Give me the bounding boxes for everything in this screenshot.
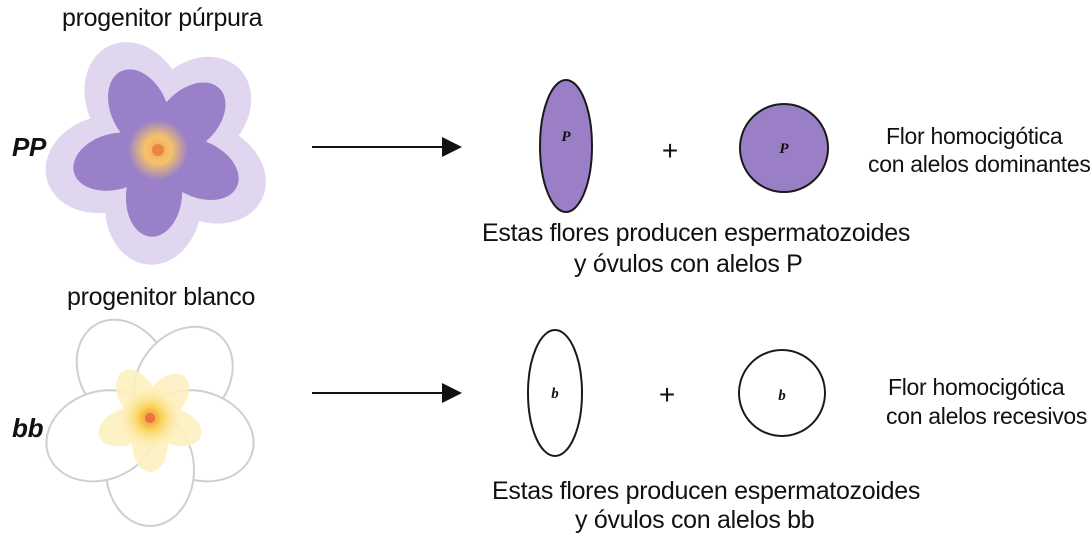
purple-flower-icon: [45, 42, 266, 265]
parent-label-white: progenitor blanco: [67, 283, 256, 311]
sperm-letter-pp: P: [561, 129, 571, 145]
type-pp-line2: con alelos dominantes: [868, 151, 1091, 177]
genotype-pp: PP: [12, 132, 47, 162]
genotype-bb: bb: [12, 413, 44, 443]
type-bb-line2: con alelos recesivos: [886, 403, 1088, 429]
type-pp-line1: Flor homocigótica: [886, 123, 1063, 149]
sperm-cell-pp: [539, 79, 593, 213]
description-pp-line1: Estas flores producen espermatozoides: [482, 219, 911, 247]
description-bb-line2: y óvulos con alelos bb: [575, 506, 815, 534]
plus-sign-bb: +: [659, 379, 675, 410]
sperm-cell-bb: [527, 329, 583, 457]
sperm-letter-bb: b: [551, 386, 559, 402]
parent-label-purple: progenitor púrpura: [62, 4, 263, 32]
egg-letter-bb: b: [778, 388, 786, 404]
egg-cell-pp: [739, 103, 829, 193]
plus-sign-pp: +: [662, 135, 678, 166]
egg-cell-bb: [738, 349, 826, 437]
type-bb-line1: Flor homocigótica: [888, 374, 1065, 400]
description-bb-line1: Estas flores producen espermatozoides: [492, 477, 921, 505]
white-flower-icon: [45, 318, 255, 527]
egg-letter-pp: P: [779, 141, 789, 157]
description-pp-line2: y óvulos con alelos P: [574, 250, 803, 278]
